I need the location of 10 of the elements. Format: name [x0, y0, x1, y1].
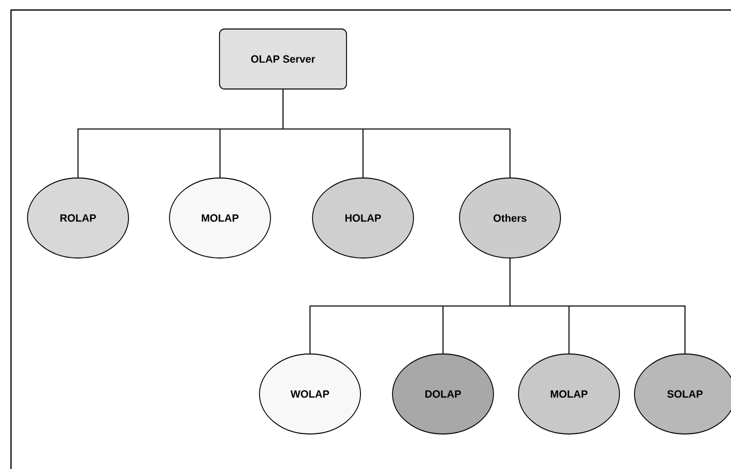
ellipse-node: MOLAP	[169, 178, 271, 258]
ellipse-node: DOLAP	[392, 354, 494, 434]
ellipse-node: WOLAP	[259, 354, 361, 434]
ellipse-node: HOLAP	[312, 178, 414, 258]
connector-line	[510, 258, 686, 354]
process-box: OLAP Server	[219, 28, 347, 90]
ellipse-node: Others	[459, 178, 561, 258]
ellipse-node: MOLAP	[518, 354, 620, 434]
ellipse-node: ROLAP	[27, 178, 129, 258]
ellipse-node: SOLAP	[634, 354, 731, 434]
